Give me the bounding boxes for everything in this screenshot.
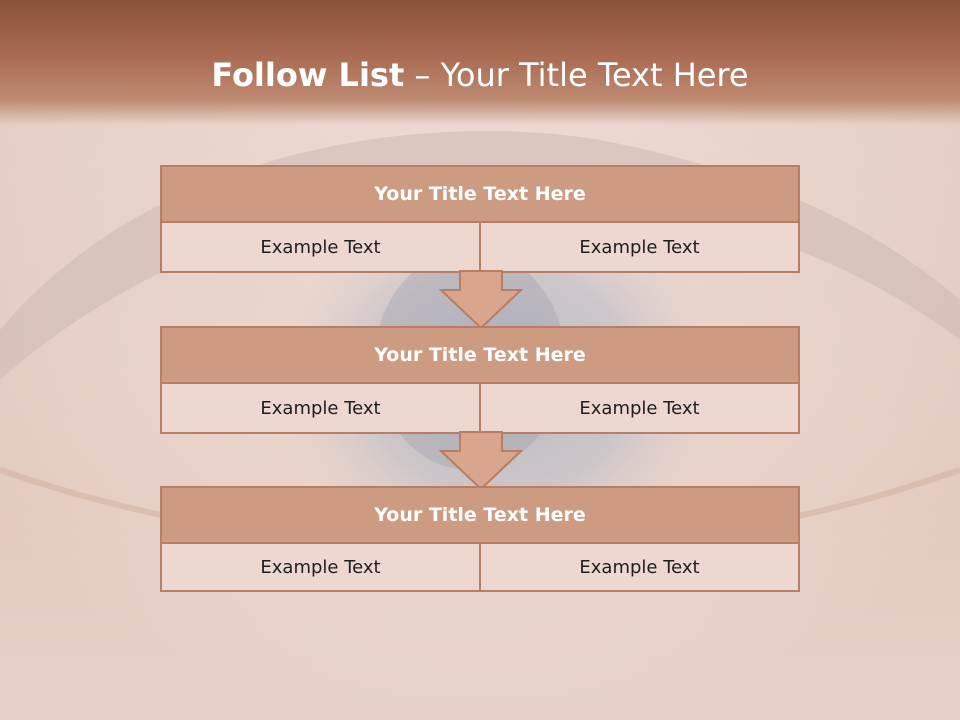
- list-block-2: Your Title Text Here Example Text Exampl…: [160, 326, 800, 434]
- slide-title: Follow List – Your Title Text Here: [0, 52, 960, 98]
- block-row: Example Text Example Text: [160, 544, 800, 592]
- block-cell-left: Example Text: [260, 556, 381, 578]
- list-block-1: Your Title Text Here Example Text Exampl…: [160, 165, 800, 273]
- slide-title-bold: Follow List: [211, 56, 405, 94]
- down-arrow-icon: [439, 270, 523, 330]
- block-cell-left: Example Text: [260, 397, 381, 419]
- block-cell-right: Example Text: [479, 544, 798, 590]
- block-row: Example Text Example Text: [160, 223, 800, 273]
- down-arrow-icon: [439, 431, 523, 491]
- header-band: [0, 0, 960, 125]
- list-block-3: Your Title Text Here Example Text Exampl…: [160, 486, 800, 592]
- slide-title-rest: – Your Title Text Here: [404, 56, 749, 94]
- block-cell-right: Example Text: [479, 223, 798, 271]
- block-title: Your Title Text Here: [160, 165, 800, 223]
- block-row: Example Text Example Text: [160, 384, 800, 434]
- block-cell-right: Example Text: [479, 384, 798, 432]
- block-cell-left: Example Text: [260, 236, 381, 258]
- block-title: Your Title Text Here: [160, 326, 800, 384]
- block-title: Your Title Text Here: [160, 486, 800, 544]
